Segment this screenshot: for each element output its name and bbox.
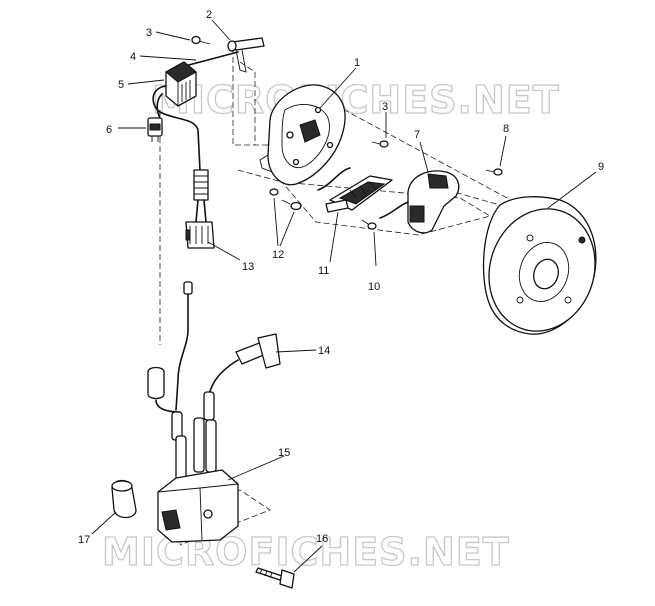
part-9-flywheel — [482, 196, 597, 335]
callout-10: 10 — [368, 281, 380, 293]
callout-9: 9 — [598, 161, 604, 173]
callout-11: 11 — [318, 265, 329, 277]
part-3-screw-upper — [191, 35, 211, 45]
watermark-bottom: MICROFICHES.NET — [102, 530, 510, 574]
callout-2: 2 — [206, 9, 212, 21]
part-15-ignition-coil — [157, 411, 239, 543]
callout-5: 5 — [118, 79, 124, 91]
callout-15: 15 — [278, 447, 290, 459]
part-11-pickup-coil — [317, 167, 393, 213]
callout-3-mid: 3 — [382, 101, 388, 113]
callout-14: 14 — [318, 345, 330, 357]
part-12-screws — [269, 188, 302, 211]
wiring-harness — [147, 85, 209, 223]
part-8-screw — [485, 168, 503, 176]
callout-4: 4 — [130, 51, 136, 63]
part-5-regulator — [165, 61, 197, 107]
part-4-rod — [184, 51, 239, 67]
part-17-grommet — [111, 479, 137, 519]
part-13-connector — [185, 221, 215, 249]
callout-16: 16 — [316, 533, 328, 545]
callout-13: 13 — [242, 261, 254, 273]
part-14-spark-plug-cap — [203, 333, 281, 421]
ignition-wiring — [147, 281, 193, 413]
part-10-screw — [361, 219, 377, 230]
part-7-exciter-coil — [379, 170, 460, 234]
watermark-top: MICROFICHES.NET — [152, 78, 560, 122]
callout-17: 17 — [78, 534, 90, 546]
callout-6: 6 — [106, 124, 112, 136]
callout-8: 8 — [503, 123, 509, 135]
part-16-bolt — [255, 567, 295, 589]
part-2-wire-bracket — [227, 37, 265, 73]
callout-12: 12 — [272, 249, 284, 261]
callout-1: 1 — [354, 57, 360, 69]
part-3-screw-mid — [371, 140, 389, 148]
callout-labels: 2 3 4 5 6 1 3 7 8 9 10 11 12 13 14 15 17… — [78, 9, 604, 546]
callout-leaders — [91, 19, 597, 573]
callout-7: 7 — [414, 129, 420, 141]
callout-3-upper: 3 — [146, 27, 152, 39]
part-1-stator-plate — [259, 84, 346, 186]
